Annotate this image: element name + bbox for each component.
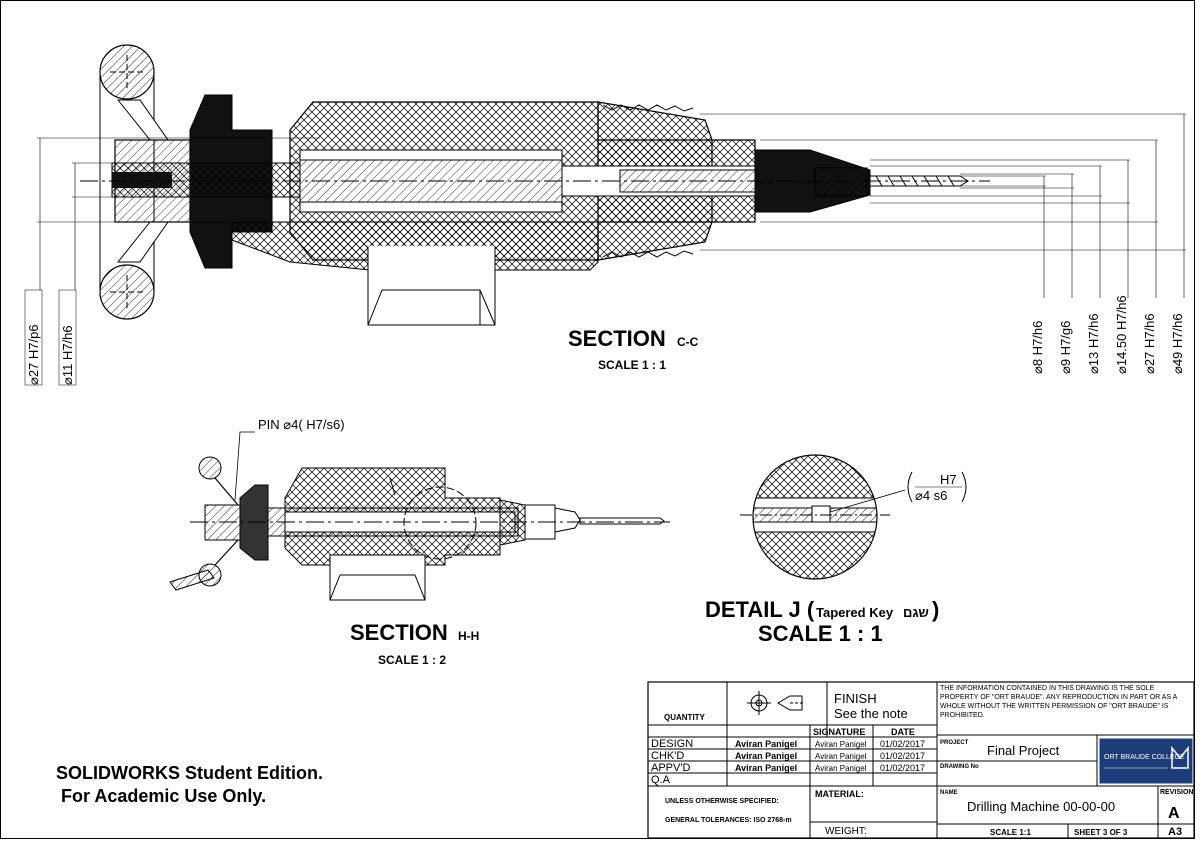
dimensions-right: ⌀8 H7/h6 ⌀9 H7/g6 ⌀13 H7/h6 ⌀14.50 H7/h6… — [1030, 295, 1185, 374]
sheet-value: SHEET 3 OF 3 — [1074, 828, 1128, 837]
college-name: ORT BRAUDE COLLEGE — [1104, 754, 1185, 761]
proprietary-notice: THE INFORMATION CONTAINED IN THIS DRAWIN… — [940, 685, 1177, 719]
detail-j-title: DETAIL J ( — [705, 597, 815, 622]
weight-label: WEIGHT: — [825, 826, 867, 837]
quantity-label: QUANTITY — [664, 713, 706, 722]
watermark-line-2: For Academic Use Only. — [56, 786, 267, 806]
row-name-1: Aviran Panigel — [735, 739, 797, 749]
title-block — [647, 681, 1195, 839]
unless-specified: UNLESS OTHERWISE SPECIFIED: — [665, 798, 779, 805]
dim-left-1: ⌀27 H7/p6 — [26, 324, 41, 385]
drawing-name: Drilling Machine 00-00-00 — [967, 799, 1115, 814]
dim-left-2: ⌀11 H7/h6 — [60, 325, 75, 385]
tolerance-upper: H7 — [940, 472, 957, 487]
student-edition-watermark: SOLIDWORKS Student Edition. For Academic… — [56, 762, 323, 808]
watermark-line-1: SOLIDWORKS Student Edition. — [56, 763, 323, 783]
dim-right-4: ⌀14.50 H7/h6 — [1114, 295, 1129, 374]
row-date-1: 01/02/2017 — [880, 739, 925, 749]
row-signature-2: Aviran Panigel — [815, 752, 867, 761]
section-cc-scale: SCALE 1 : 1 — [598, 358, 666, 372]
revision-label: REVISION — [1160, 789, 1193, 796]
paper-size: A3 — [1168, 826, 1182, 838]
title-block-text: QUANTITY FINISH See the note THE INFORMA… — [651, 685, 1193, 838]
college-logo — [1099, 738, 1193, 784]
name-label: NAME — [940, 790, 958, 796]
section-hh-view: PIN ⌀4( H7/s6) SECTION H-H SCALE 1 : 2 — [169, 417, 670, 667]
scale-value: SCALE 1:1 — [990, 828, 1031, 837]
section-hh-scale: SCALE 1 : 2 — [378, 653, 446, 667]
row-name-2: Aviran Panigel — [735, 751, 797, 761]
general-tolerances: GENERAL TOLERANCES: ISO 2768-m — [665, 817, 792, 824]
project-label: PROJECT — [940, 740, 969, 746]
detail-j-close: ) — [932, 597, 939, 622]
row-name-3: Aviran Panigel — [735, 763, 797, 773]
row-signature-1: Aviran Panigel — [815, 740, 867, 749]
pin-callout: PIN ⌀4( H7/s6) — [258, 417, 345, 432]
drill-bit — [869, 175, 969, 187]
section-hh-suffix: H-H — [458, 629, 479, 643]
handle-knob-bottom — [99, 264, 155, 320]
row-role-2: CHK'D — [651, 750, 684, 762]
row-date-3: 01/02/2017 — [880, 763, 925, 773]
handle-knob-top — [99, 44, 155, 100]
dim-right-3: ⌀13 H7/h6 — [1086, 313, 1101, 374]
drawing-no-label: DRAWING No — [940, 764, 979, 770]
detail-j-view: H7 ⌀4 s6 DETAIL J ( Tapered Key שגם ) SC… — [705, 454, 967, 646]
detail-j-subtitle: Tapered Key — [816, 605, 894, 620]
row-signature-3: Aviran Panigel — [815, 764, 867, 773]
row-role-3: APPV'D — [651, 762, 690, 774]
row-date-2: 01/02/2017 — [880, 751, 925, 761]
section-cc-title: SECTION — [568, 326, 666, 351]
tolerance-lower: ⌀4 s6 — [915, 488, 947, 503]
signature-header: SIGNATURE — [813, 727, 865, 737]
dim-right-5: ⌀27 H7/h6 — [1142, 313, 1157, 374]
section-cc-suffix: C-C — [677, 335, 699, 349]
detail-circle — [752, 454, 878, 580]
base-block — [367, 246, 496, 326]
project-name: Final Project — [987, 743, 1060, 758]
row-role-1: DESIGN — [651, 738, 693, 750]
section-cc-view: SECTION C-C SCALE 1 : 1 — [37, 44, 1186, 372]
finish-note: See the note — [834, 706, 908, 721]
date-header: DATE — [891, 727, 915, 737]
finish-label: FINISH — [834, 691, 877, 706]
dimensions-left: ⌀27 H7/p6 ⌀11 H7/h6 — [24, 289, 77, 386]
revision-value: A — [1168, 805, 1180, 822]
detail-j-hebrew: שגם — [903, 605, 929, 620]
section-hh-title: SECTION — [350, 620, 448, 645]
detail-j-scale: SCALE 1 : 1 — [758, 621, 883, 646]
row-role-4: Q.A — [651, 774, 671, 786]
dim-right-1: ⌀8 H7/h6 — [1030, 321, 1045, 374]
dim-right-2: ⌀9 H7/g6 — [1058, 321, 1073, 374]
dim-right-6: ⌀49 H7/h6 — [1170, 313, 1185, 374]
material-label: MATERIAL: — [815, 789, 864, 799]
